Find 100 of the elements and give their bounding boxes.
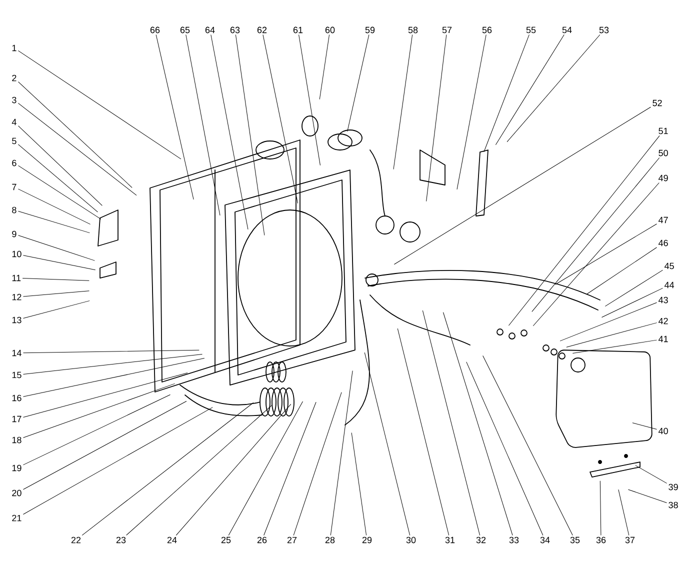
callout-number: 41 — [658, 336, 668, 342]
leader-line — [484, 34, 530, 152]
callout-number: 6 — [12, 160, 16, 166]
callout-number: 45 — [664, 262, 674, 270]
callout-number: 59 — [365, 26, 375, 34]
callout-number: 66 — [150, 26, 160, 34]
callout-number: 24 — [167, 536, 177, 544]
leader-line — [393, 34, 413, 170]
leader-line — [18, 165, 102, 220]
callout-number: 55 — [526, 26, 536, 34]
leader-line — [632, 422, 657, 430]
leader-line — [23, 394, 170, 466]
callout-number: 56 — [482, 26, 492, 34]
leader-line — [23, 407, 213, 514]
callout-number: 28 — [325, 536, 335, 544]
leader-line — [532, 158, 660, 312]
callout-number: 34 — [540, 536, 550, 544]
callout-number: 27 — [287, 536, 297, 544]
callout-number: 2 — [12, 74, 16, 82]
leader-line — [176, 404, 292, 536]
callout-number: 40 — [658, 428, 668, 434]
callout-number: 43 — [658, 296, 668, 304]
leader-line — [235, 34, 265, 236]
leader-line — [482, 356, 573, 536]
callout-number: 7 — [12, 184, 16, 190]
callout-number: 9 — [12, 230, 16, 238]
callout-number: 13 — [12, 316, 22, 324]
callout-number: 21 — [12, 514, 22, 522]
callout-number: 50 — [658, 150, 668, 156]
callout-number: 61 — [293, 26, 303, 34]
callout-number: 64 — [205, 26, 215, 34]
callout-number: 17 — [12, 416, 22, 422]
callout-number: 14 — [12, 350, 22, 356]
callout-number: 26 — [257, 536, 267, 544]
leader-line — [18, 82, 132, 188]
leader-line — [364, 352, 410, 536]
callout-number: 29 — [362, 536, 372, 544]
leader-line — [23, 401, 187, 490]
leader-line — [496, 34, 564, 145]
callout-number: 30 — [406, 536, 416, 544]
leader-line — [347, 34, 370, 132]
leader-line — [397, 328, 450, 536]
callout-number: 46 — [658, 240, 668, 246]
callout-number: 15 — [12, 372, 22, 378]
callout-number: 20 — [12, 490, 22, 496]
leader-line — [228, 401, 303, 536]
leader-line — [555, 224, 657, 285]
leader-line — [319, 34, 330, 100]
leader-line — [394, 106, 651, 264]
leader-line — [330, 370, 353, 536]
leader-line — [18, 50, 182, 160]
leader-line — [618, 489, 630, 536]
leader-line — [23, 358, 204, 397]
leader-line — [262, 34, 298, 204]
leader-line — [210, 34, 248, 230]
callout-number: 36 — [596, 536, 606, 544]
leader-line — [298, 34, 320, 166]
leader-line — [426, 34, 447, 202]
leader-line — [351, 432, 367, 536]
callout-number: 49 — [658, 174, 668, 182]
leader-line — [508, 136, 660, 326]
leader-line — [23, 372, 188, 418]
leader-line — [156, 34, 194, 200]
leader-line — [23, 350, 200, 354]
leader-line — [18, 103, 137, 196]
callout-number: 42 — [658, 318, 668, 324]
callout-number: 54 — [562, 26, 572, 34]
leader-line — [22, 278, 90, 281]
callout-number: 12 — [12, 294, 22, 300]
leader-line — [566, 322, 657, 348]
leader-line — [18, 235, 95, 261]
leader-line — [18, 126, 102, 206]
callout-number: 4 — [12, 118, 16, 126]
callout-number: 58 — [408, 26, 418, 34]
leader-line — [18, 188, 90, 224]
callout-number: 16 — [12, 394, 22, 402]
callout-number: 52 — [652, 100, 662, 106]
leader-line — [443, 312, 513, 536]
callout-number: 5 — [12, 138, 16, 144]
leader-line — [126, 405, 272, 536]
leader-line — [605, 270, 663, 306]
leader-line — [264, 402, 316, 536]
callout-number: 10 — [12, 250, 22, 258]
leader-line — [293, 392, 342, 536]
callout-number: 65 — [180, 26, 190, 34]
callout-number: 60 — [325, 26, 335, 34]
leader-line — [18, 211, 90, 234]
leader-line — [23, 300, 90, 318]
callout-number: 35 — [570, 536, 580, 544]
leader-line — [82, 402, 254, 536]
callout-number: 38 — [668, 502, 678, 508]
leader-line — [422, 310, 480, 536]
callout-number: 53 — [599, 26, 609, 34]
callout-number: 1 — [12, 44, 16, 52]
leader-line — [572, 340, 657, 354]
leader-line — [23, 255, 96, 270]
callout-number: 22 — [71, 536, 81, 544]
callout-number: 32 — [476, 536, 486, 544]
leader-line — [600, 480, 602, 536]
callout-number: 57 — [442, 26, 452, 34]
